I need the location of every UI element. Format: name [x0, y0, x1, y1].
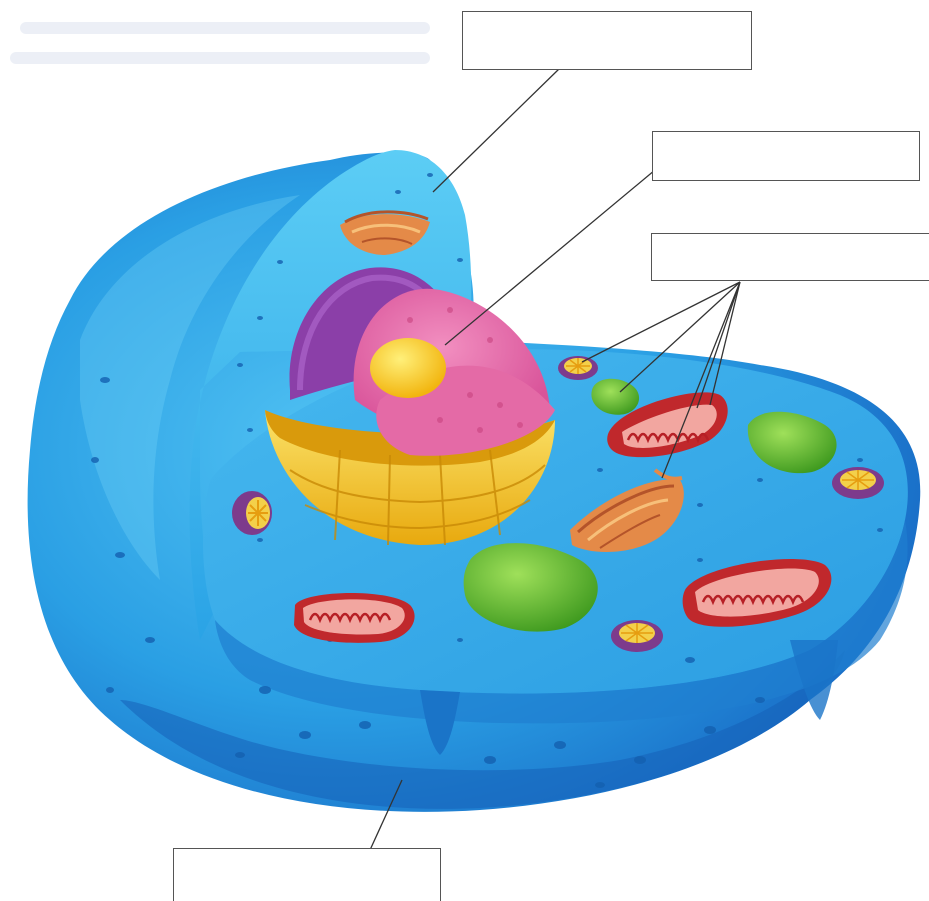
mitochondrion-left [294, 593, 415, 643]
label-box-bottom-left[interactable] [173, 848, 441, 901]
lysosome-right [832, 467, 884, 499]
label-box-middle-right[interactable] [651, 233, 929, 281]
label-box-top-center[interactable] [462, 11, 752, 70]
lysosome-left [232, 491, 272, 535]
lysosome-bottom [611, 620, 663, 652]
lysosome-top [558, 356, 598, 380]
faint-background-text [10, 22, 430, 64]
label-box-upper-right[interactable] [652, 131, 920, 181]
nucleolus [370, 338, 446, 398]
